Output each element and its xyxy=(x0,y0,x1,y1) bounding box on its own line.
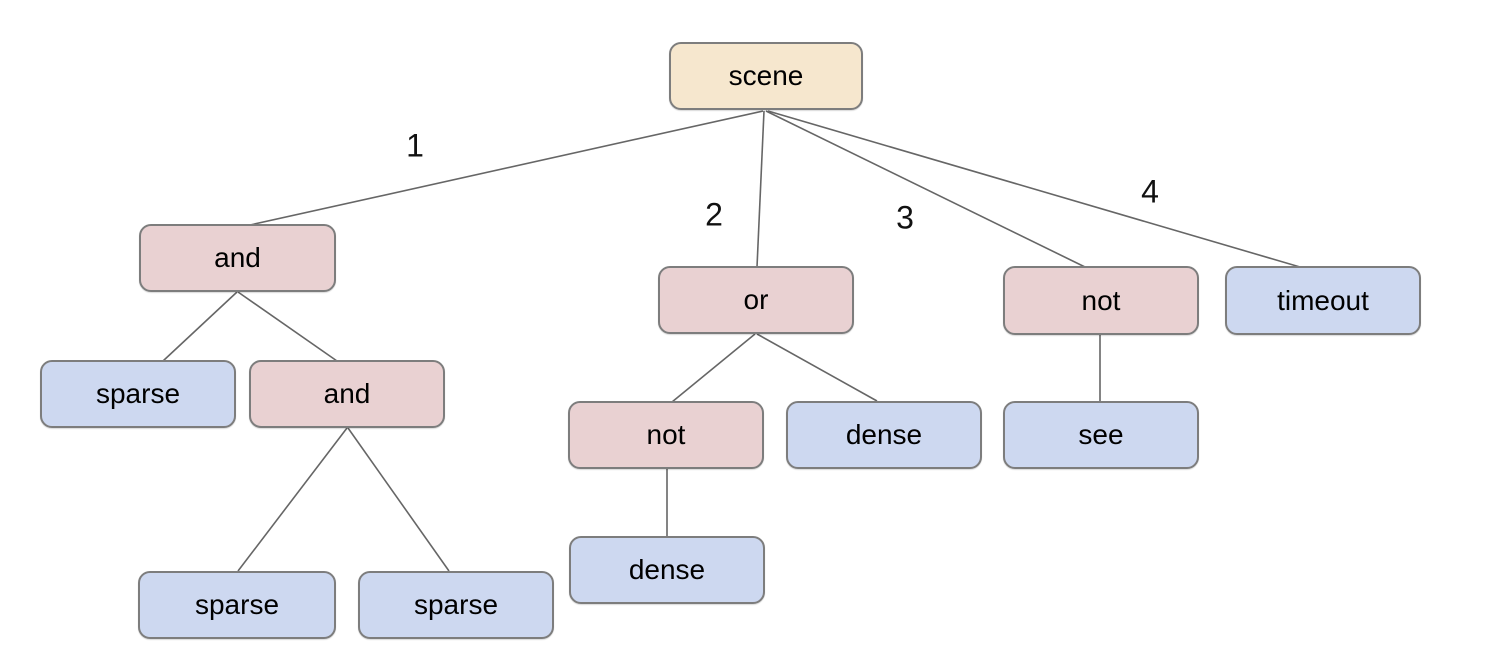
edge-scene-timeout xyxy=(767,110,1301,268)
edge-label-4: 4 xyxy=(1141,173,1159,210)
edge-and2-sparseB1 xyxy=(237,427,348,572)
node-timeout: timeout xyxy=(1225,266,1421,335)
edge-label-3: 3 xyxy=(896,199,914,236)
node-see: see xyxy=(1003,401,1199,469)
node-sparseB1: sparse xyxy=(138,571,336,639)
node-and2: and xyxy=(249,360,445,428)
node-sparseB2: sparse xyxy=(358,571,554,639)
edge-and2-sparseB2 xyxy=(347,427,450,572)
node-notM: not xyxy=(568,401,764,469)
node-and1: and xyxy=(139,224,336,292)
edge-or1-notM xyxy=(671,333,756,403)
node-label: timeout xyxy=(1277,284,1369,316)
node-label: dense xyxy=(845,419,923,450)
node-scene: scene xyxy=(669,42,863,110)
edge-and1-sparse1 xyxy=(162,291,238,362)
edge-label-1: 1 xyxy=(406,127,424,164)
node-label: or xyxy=(743,284,769,315)
node-sparse1: sparse xyxy=(40,360,236,428)
edge-label-2: 2 xyxy=(705,196,723,233)
node-label: and xyxy=(323,378,371,409)
node-denseB: dense xyxy=(569,536,765,604)
node-label: see xyxy=(1078,419,1124,450)
edge-or1-denseR xyxy=(756,333,878,402)
node-label: sparse xyxy=(413,589,499,620)
node-or1: or xyxy=(658,266,854,334)
node-label: dense xyxy=(628,554,706,585)
edge-scene-or1 xyxy=(756,110,765,268)
edge-scene-and1 xyxy=(249,110,764,226)
node-label: not xyxy=(1081,284,1121,316)
node-label: and xyxy=(214,242,261,273)
node-label: sparse xyxy=(95,378,181,409)
edge-scene-not3 xyxy=(765,110,1086,268)
node-denseR: dense xyxy=(786,401,982,469)
edge-and1-and2 xyxy=(237,291,338,362)
node-label: sparse xyxy=(194,589,280,620)
node-label: scene xyxy=(728,60,804,91)
node-label: not xyxy=(646,419,686,450)
node-not3: not xyxy=(1003,266,1199,335)
